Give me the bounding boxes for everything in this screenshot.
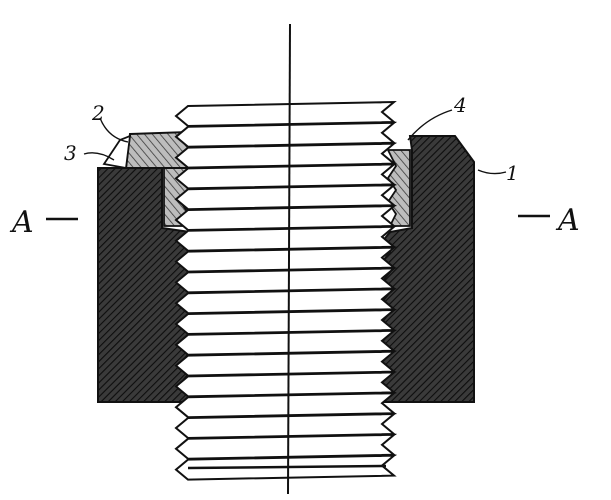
leader-2 xyxy=(99,117,129,143)
leader-4 xyxy=(407,109,453,141)
lip-ring xyxy=(102,134,132,170)
thread-crest xyxy=(174,163,397,190)
thread-crest xyxy=(174,121,397,148)
bolt-end xyxy=(187,464,387,470)
thread-crest xyxy=(174,246,397,273)
thread-crest xyxy=(174,267,397,294)
thread-crest xyxy=(174,142,397,169)
thread-crest xyxy=(174,392,397,419)
thread-crest xyxy=(174,350,397,377)
thread-crest xyxy=(174,100,397,128)
part-label-1: 1 xyxy=(506,161,519,185)
section-label-left: A xyxy=(9,205,34,240)
part-label-4: 4 xyxy=(453,93,467,117)
part-label-3: 3 xyxy=(64,141,77,165)
thread-crest xyxy=(174,329,397,356)
thread-crest xyxy=(174,371,397,398)
section-label-right: A xyxy=(555,203,580,238)
thread-crest xyxy=(174,433,397,460)
center-axis-line xyxy=(287,23,291,495)
thread-crest xyxy=(174,412,397,440)
threaded-bolt xyxy=(174,100,397,481)
part-label-2: 2 xyxy=(91,101,105,125)
thread-crest xyxy=(174,204,397,232)
thread-crest xyxy=(174,184,397,211)
leader-1 xyxy=(477,169,507,175)
thread-crest xyxy=(174,288,397,315)
thread-crest xyxy=(174,308,397,336)
leader-3 xyxy=(83,152,115,161)
thread-crest xyxy=(174,225,397,252)
